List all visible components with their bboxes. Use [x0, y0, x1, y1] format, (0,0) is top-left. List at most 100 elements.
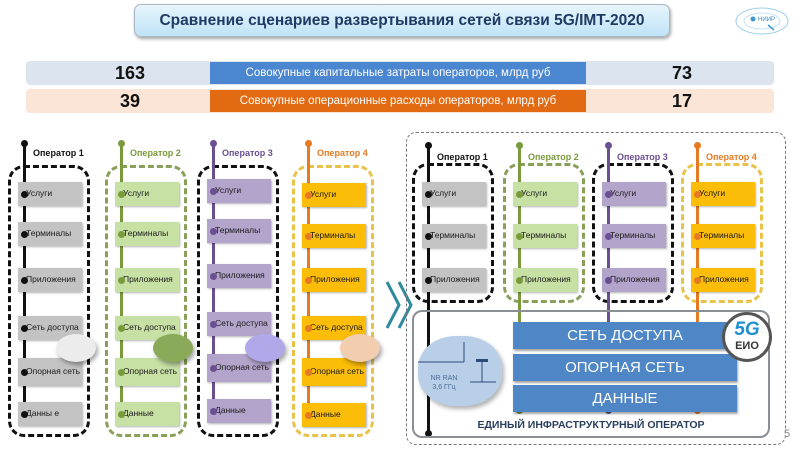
layer-dot: [425, 191, 432, 198]
line-start-dot: [516, 142, 523, 149]
capex-shared-value: 73: [671, 63, 693, 83]
layer-dot: [694, 233, 701, 240]
layer-dot: [605, 233, 612, 240]
operator-heading: Оператор 4: [317, 148, 368, 158]
layer-box: Приложения: [115, 268, 179, 292]
nr-ran-cloud-icon: [418, 336, 502, 406]
operator-heading: Оператор 3: [222, 148, 273, 158]
layer-box: Услуги: [691, 182, 755, 206]
layer-box: Опорная сеть: [18, 358, 82, 386]
operator-box: [503, 163, 585, 303]
layer-box: Приложения: [513, 268, 577, 292]
layer-box: Приложения: [302, 268, 366, 292]
nr-ran-label: NR RAN 3,6 ГГц: [424, 374, 464, 392]
shared-core-network-layer: ОПОРНАЯ СЕТЬ: [513, 354, 737, 381]
shared-infrastructure-panel: [406, 132, 786, 445]
layer-box: Приложения: [207, 264, 271, 288]
opex-row: 39 Совокупные операционные расходы опера…: [26, 89, 774, 113]
line-end-dot: [425, 430, 432, 437]
layer-box: Услуги: [422, 182, 486, 206]
layer-box: Терминалы: [691, 224, 755, 248]
line-start-dot: [605, 142, 612, 149]
layer-dot: [210, 408, 217, 415]
5g-eio-badge: 5G ЕИО: [722, 312, 772, 362]
layer-dot: [694, 191, 701, 198]
layer-dot: [516, 191, 523, 198]
layer-dot: [21, 231, 28, 238]
layer-box: Услуги: [513, 182, 577, 206]
network-cloud-icon: [340, 334, 380, 362]
layer-dot: [210, 273, 217, 280]
layer-dot: [21, 369, 28, 376]
line-start-dot: [210, 140, 217, 147]
layer-dot: [210, 321, 217, 328]
layer-dot: [118, 231, 125, 238]
operator-heading: Оператор 3: [617, 152, 668, 162]
cloud-text-line: 3,6 ГГц: [432, 384, 456, 391]
operator-heading: Оператор 2: [528, 152, 579, 162]
badge-5g-text: 5G: [734, 319, 760, 340]
shared-data-layer: ДАННЫЕ: [513, 385, 737, 412]
layer-box: Терминалы: [422, 224, 486, 248]
network-cloud-icon: [56, 334, 96, 362]
operator-heading: Оператор 1: [33, 148, 84, 158]
layer-dot: [21, 277, 28, 284]
operator-heading: Оператор 1: [437, 152, 488, 162]
operator-box: [681, 163, 763, 303]
layer-dot: [305, 369, 312, 376]
layer-box: Услуги: [18, 182, 82, 206]
layer-dot: [118, 325, 125, 332]
operator-box: [8, 165, 90, 437]
layer-dot: [305, 192, 312, 199]
line-start-dot: [305, 140, 312, 147]
line-start-dot: [425, 142, 432, 149]
layer-dot: [694, 277, 701, 284]
layer-box: Услуги: [115, 182, 179, 206]
layer-box: Терминалы: [207, 219, 271, 243]
page-number: 5: [784, 428, 791, 440]
capex-separate-value: 163: [114, 63, 146, 83]
layer-dot: [210, 228, 217, 235]
layer-box: Услуги: [602, 182, 666, 206]
operator-box: [412, 163, 494, 303]
layer-box: Сеть доступа: [207, 312, 271, 336]
badge-eio-text: ЕИО: [735, 340, 759, 352]
operator-box: [592, 163, 674, 303]
infrastructure-operator-label: ЕДИНЫЙ ИНФРАСТРУКТУРНЫЙ ОПЕРАТОР: [477, 419, 705, 431]
layer-dot: [118, 369, 125, 376]
layer-dot: [305, 233, 312, 240]
layer-box: Услуги: [207, 179, 271, 203]
operator-box: [197, 165, 279, 437]
cloud-text-line: NR RAN: [430, 375, 458, 382]
layer-dot: [210, 365, 217, 372]
layer-box: Терминалы: [302, 224, 366, 248]
opex-separate-value: 39: [119, 91, 141, 111]
layer-dot: [605, 191, 612, 198]
opex-label: Совокупные операционные расходы оператор…: [210, 90, 586, 112]
layer-dot: [305, 325, 312, 332]
layer-dot: [118, 277, 125, 284]
opex-shared-value: 17: [671, 91, 693, 111]
layer-box: Данны е: [18, 402, 82, 426]
layer-box: Приложения: [18, 268, 82, 292]
layer-dot: [605, 277, 612, 284]
layer-box: Терминалы: [602, 224, 666, 248]
layer-dot: [425, 233, 432, 240]
capex-row: 163 Совокупные капитальные затраты опера…: [26, 61, 774, 85]
operator-box: [105, 165, 187, 437]
infrastructure-operator-box: [412, 310, 770, 438]
chevron-right-icon: [383, 278, 419, 332]
layer-box: Данные: [207, 399, 271, 423]
operator-heading: Оператор 4: [706, 152, 757, 162]
slide-title: Сравнение сценариев развертывания сетей …: [134, 4, 670, 37]
layer-box: Приложения: [602, 268, 666, 292]
layer-box: Сеть доступа: [18, 316, 82, 340]
layer-dot: [516, 277, 523, 284]
layer-box: Данные: [302, 403, 366, 427]
line-start-dot: [118, 140, 125, 147]
layer-box: Опорная сеть: [115, 358, 179, 386]
operator-heading: Оператор 2: [130, 148, 181, 158]
layer-box: Услуги: [302, 183, 366, 207]
